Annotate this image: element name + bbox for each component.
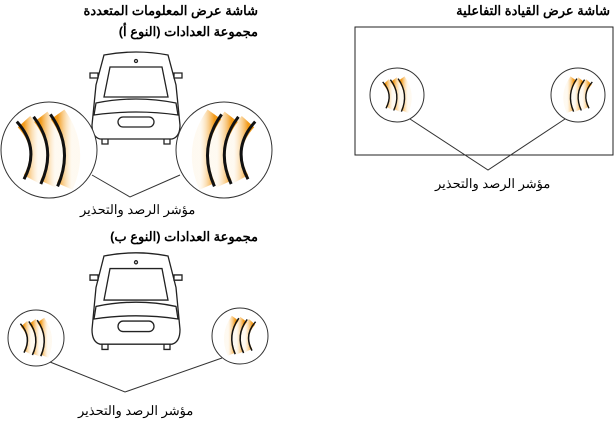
leader-lines-a bbox=[91, 174, 181, 198]
indicator-circle-left-b bbox=[7, 309, 65, 367]
leader-lines-add bbox=[409, 118, 566, 171]
car-type-a-icon bbox=[89, 51, 183, 145]
indicator-circle-left-a bbox=[0, 101, 98, 199]
cluster-a-title: مجموعة العدادات (النوع أ) bbox=[118, 24, 258, 39]
indicator-circle-left-add bbox=[369, 67, 425, 123]
multi-info-display-title: شاشة عرض المعلومات المتعددة bbox=[83, 3, 258, 18]
indicator-circle-right-add bbox=[550, 67, 606, 123]
cluster-b-indicator-label: مؤشر الرصد والتحذير bbox=[78, 403, 194, 418]
cluster-b-title: مجموعة العدادات (النوع ب) bbox=[110, 229, 258, 244]
indicator-circle-right-a bbox=[175, 101, 273, 199]
indicator-circle-right-b bbox=[211, 307, 269, 365]
car-type-b-icon bbox=[89, 252, 183, 351]
active-driving-indicator-label: مؤشر الرصد والتحذير bbox=[435, 176, 551, 191]
cluster-a-indicator-label: مؤشر الرصد والتحذير bbox=[80, 202, 196, 217]
active-driving-display-title: شاشة عرض القيادة التفاعلية bbox=[456, 3, 610, 18]
leader-lines-b bbox=[49, 357, 223, 393]
